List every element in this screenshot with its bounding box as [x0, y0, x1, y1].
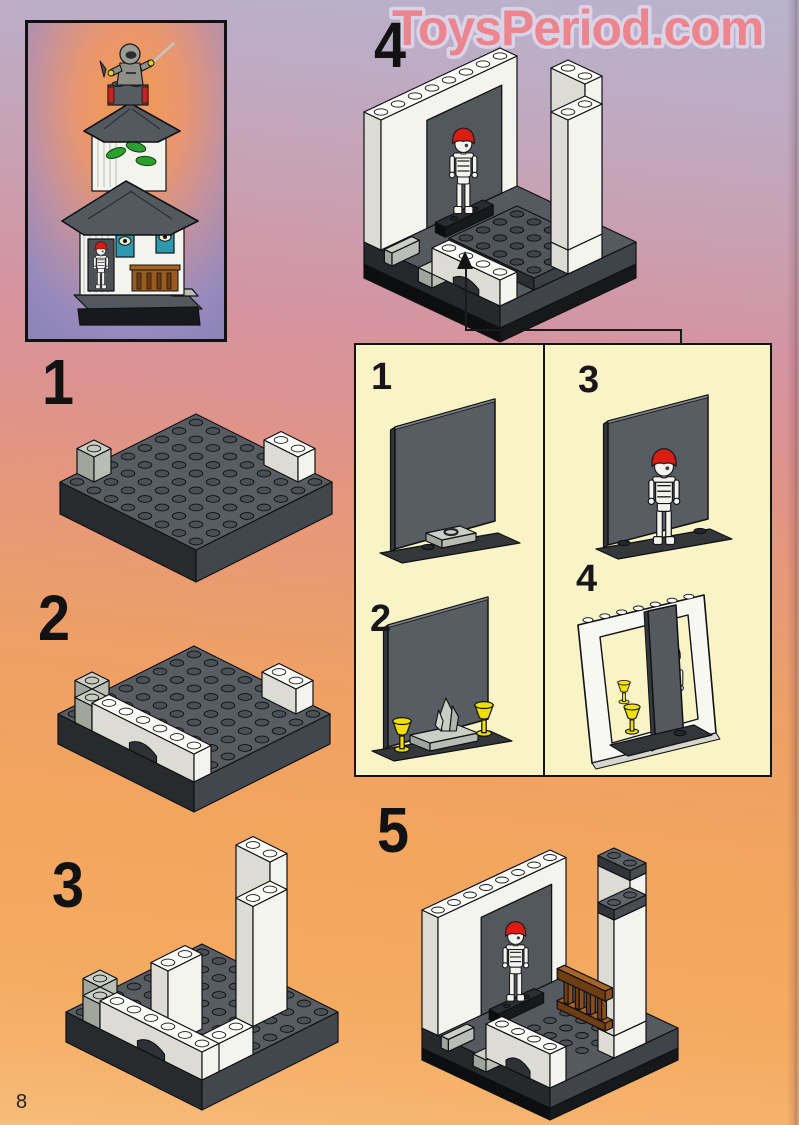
- tower-illustration: [61, 42, 203, 326]
- page-edge-shadow: [787, 0, 799, 1125]
- substep-1-illustration: [379, 398, 521, 564]
- substep-3-number: 3: [578, 359, 600, 401]
- crystal-icon: [434, 697, 460, 732]
- substeps-panel: 1 3 2 4: [354, 343, 772, 777]
- goblet-icon: [391, 717, 413, 753]
- step-1-number: 1: [42, 346, 75, 418]
- red-cap-icon: [505, 921, 527, 937]
- substep-1-number: 1: [371, 356, 393, 398]
- watermark-text: ToysPeriod.com: [392, 0, 763, 56]
- step-2-illustration: [57, 645, 331, 813]
- skeleton-figure: [501, 921, 530, 1002]
- watermark: ToysPeriod.com: [389, 0, 768, 60]
- panel-divider: [543, 345, 545, 775]
- completed-model-inset: [25, 20, 227, 342]
- door-panel: [382, 596, 489, 751]
- goblet-icon: [617, 679, 631, 705]
- step-5-number: 5: [377, 794, 410, 866]
- red-cap-icon: [94, 241, 108, 251]
- red-cap-icon: [452, 127, 475, 145]
- step-2-number: 2: [38, 582, 71, 654]
- substep-2-illustration: [371, 596, 513, 762]
- substep-2-number: 2: [370, 598, 392, 640]
- step-3-number: 3: [52, 849, 85, 921]
- connector-line-horizontal: [465, 329, 682, 331]
- red-cap-icon: [651, 448, 677, 468]
- fence-railing: [556, 964, 613, 1032]
- step-1-illustration: [59, 413, 333, 583]
- connector-line-drop: [680, 329, 682, 345]
- step-3-illustration: [65, 835, 339, 1111]
- substep-4-number: 4: [576, 558, 598, 600]
- skeleton-figure: [92, 241, 110, 290]
- completed-model-illustration: [28, 23, 224, 339]
- step-4-illustration: [363, 47, 637, 343]
- connector-line-vertical: [465, 268, 467, 330]
- skeleton-figure: [448, 127, 479, 215]
- goblet-icon: [473, 701, 495, 737]
- ninja-figure: [99, 42, 175, 86]
- skeleton-figure: [647, 448, 681, 546]
- step-5-illustration: [421, 847, 679, 1121]
- substep-4-illustration: [577, 593, 721, 770]
- page-number: 8: [16, 1091, 28, 1113]
- assembly-arrow-icon: [457, 251, 473, 269]
- fence-railing: [129, 264, 181, 292]
- door-panel: [389, 398, 496, 553]
- goblet-icon: [623, 703, 641, 735]
- substep-3-illustration: [595, 394, 733, 560]
- step-4-number: 4: [374, 9, 407, 81]
